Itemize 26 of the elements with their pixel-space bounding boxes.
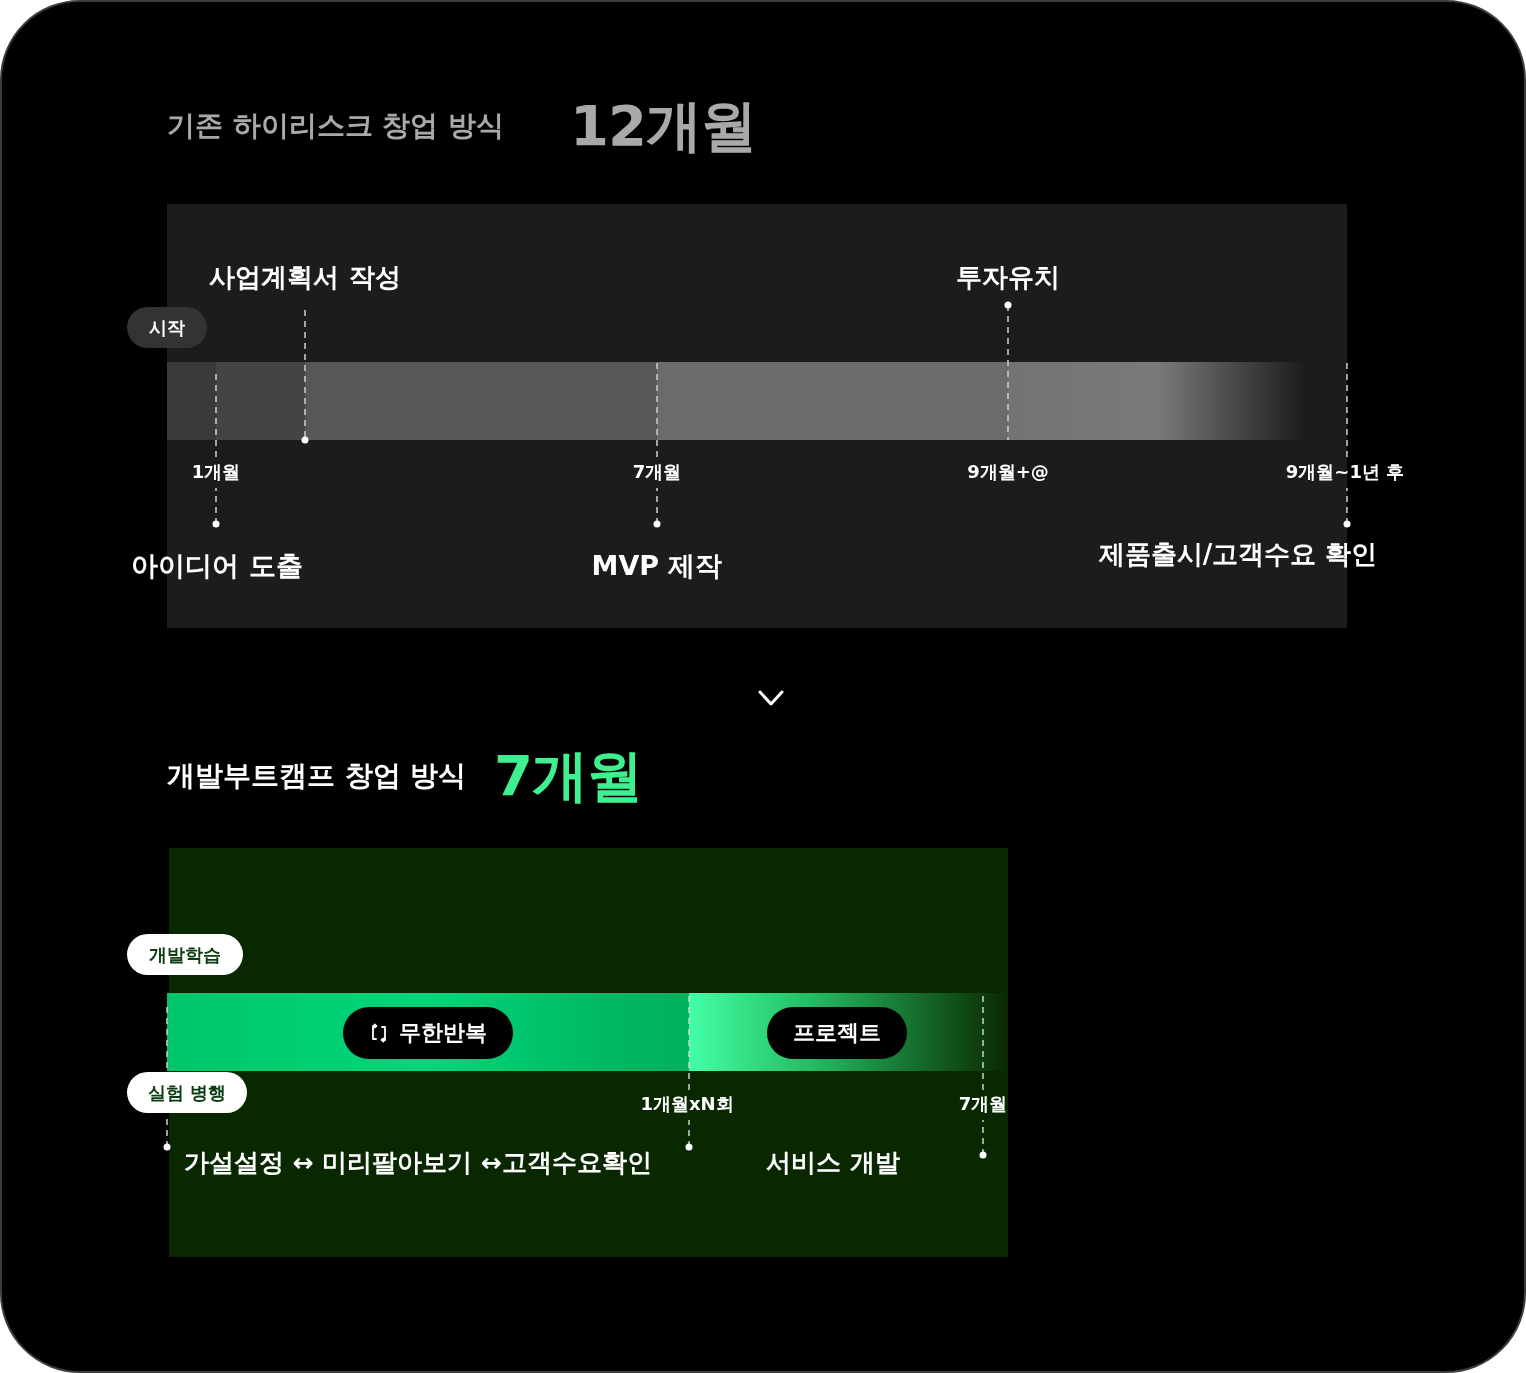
leader-line [653, 361, 661, 528]
phase-badge [343, 1007, 513, 1059]
duration-heading: 12개월 [570, 93, 756, 159]
milestone-label: MVP 제작 [567, 524, 747, 582]
tick-label: 1개월 [191, 461, 241, 483]
leader-line [1343, 361, 1351, 528]
leader-line [212, 371, 220, 528]
section-heading: 기존 하이리스크 창업 방식 [167, 109, 505, 143]
milestone-label: 아이디어 도출 [107, 524, 327, 582]
badge-label: 무한반복 [399, 1019, 487, 1047]
tick-label: 9개월+@ [967, 461, 1049, 483]
leader-line [301, 309, 309, 444]
duration-heading: 7개월 [494, 743, 642, 809]
leader-line [1004, 301, 1012, 441]
tick-label: 9개월~1년 후 [1285, 461, 1405, 483]
tick-label: 7개월 [958, 1093, 1008, 1115]
phase-badge: 실험 병행 [127, 1072, 247, 1113]
milestone-label: 사업계획서 작성 [195, 262, 415, 310]
phase-badge: 개발학습 [127, 934, 243, 975]
tick-label: 7개월 [632, 461, 682, 483]
phase-badge: 시작 [127, 307, 207, 348]
milestone-label: 제품출시/고객수요 확인 [1088, 524, 1388, 570]
section-heading: 개발부트캠프 창업 방식 [167, 759, 467, 793]
tick-label: 1개월xN회 [640, 1093, 734, 1115]
phase-badge: 프로젝트 [767, 1007, 907, 1059]
milestone-label: 투자유치 [928, 262, 1088, 305]
